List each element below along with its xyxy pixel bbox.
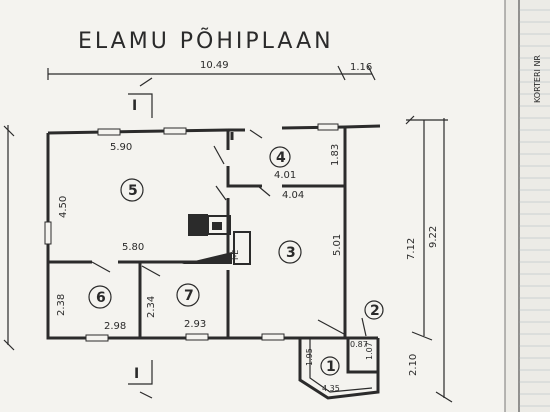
svg-text:I-E: I-E (231, 250, 240, 260)
svg-text:2.93: 2.93 (184, 319, 206, 330)
page-title: ELAMU PÕHIPLAAN (78, 27, 334, 54)
svg-text:5.01: 5.01 (332, 234, 343, 256)
svg-text:4.04: 4.04 (282, 190, 304, 201)
svg-text:4.50: 4.50 (58, 196, 69, 218)
outer-wall-left-bottom (46, 133, 345, 340)
room-7: 7 2.93 2.34 (146, 283, 206, 330)
room-2: 2 0.87 1.07 (350, 300, 384, 360)
dim-right-b: 9.22 (428, 226, 439, 248)
svg-text:6: 6 (96, 290, 106, 306)
svg-text:1.83: 1.83 (330, 144, 341, 166)
room-4: 4 4.01 1.83 (269, 144, 341, 181)
paper (0, 0, 505, 412)
title-block (505, 0, 550, 412)
svg-text:1.95: 1.95 (305, 348, 314, 366)
vestibule-wall (298, 338, 380, 400)
svg-text:1.07: 1.07 (365, 342, 374, 360)
svg-text:0.87: 0.87 (350, 340, 368, 349)
title-block-label: KORTERI NR (533, 55, 542, 103)
dim-top-side: 1.16 (350, 62, 372, 73)
section-mark-top: I (128, 77, 153, 118)
svg-text:4: 4 (276, 150, 286, 166)
svg-text:4.01: 4.01 (274, 170, 296, 181)
svg-text:2.34: 2.34 (146, 296, 157, 318)
room-5: 5 5.90 4.50 5.80 (58, 142, 144, 253)
svg-text:2.98: 2.98 (104, 321, 126, 332)
room-1: 1 4.35 1.95 (305, 348, 340, 393)
dim-right-c: 2.10 (408, 354, 419, 376)
svg-text:I: I (134, 366, 139, 382)
room-6: 6 2.98 2.38 (56, 285, 126, 332)
section-mark-bottom: I (128, 360, 153, 399)
svg-text:1: 1 (326, 359, 336, 375)
svg-text:2.38: 2.38 (56, 294, 67, 316)
outer-wall-top-left (47, 128, 229, 135)
svg-text:5.90: 5.90 (110, 142, 132, 153)
svg-text:4.35: 4.35 (322, 384, 340, 393)
dim-right-a: 7.12 (406, 238, 417, 260)
svg-text:7: 7 (184, 288, 194, 304)
svg-text:I: I (132, 98, 137, 114)
svg-text:5.80: 5.80 (122, 242, 144, 253)
chimney-stove: I-E (182, 214, 251, 265)
dim-top-main: 10.49 (200, 60, 229, 71)
room-3: 3 4.04 5.01 (278, 190, 343, 264)
svg-text:5: 5 (128, 183, 138, 199)
svg-text:2: 2 (370, 303, 380, 319)
svg-text:3: 3 (286, 245, 296, 261)
